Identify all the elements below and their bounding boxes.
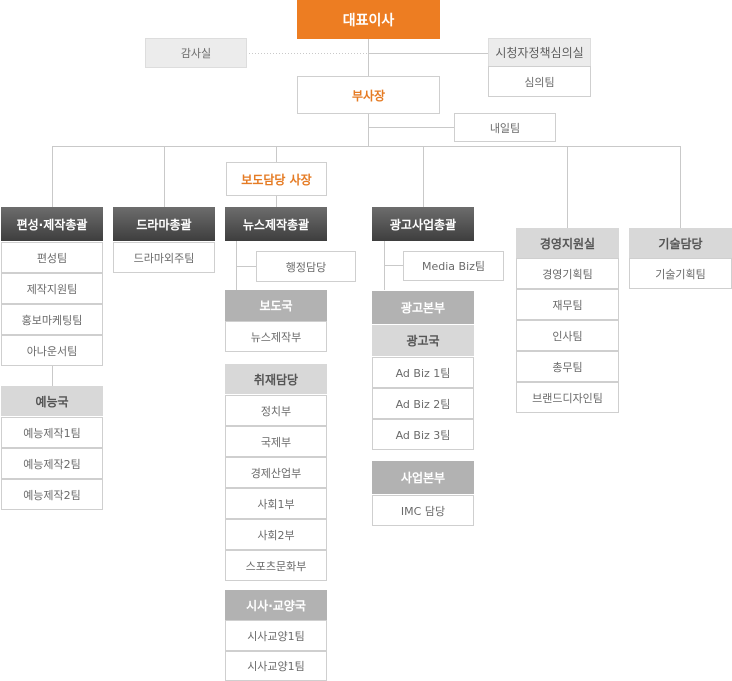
mgmt-item: 경영기획팀 <box>516 258 619 289</box>
pyeonseong-header: 편성·제작총괄 <box>1 207 103 241</box>
ad-header: 광고사업총괄 <box>372 207 474 241</box>
bodo-item: 뉴스제작부 <box>225 321 327 352</box>
news-ceo-box: 보도담당 사장 <box>226 162 327 196</box>
vp-box: 부사장 <box>297 76 440 114</box>
chwijae-item: 스포츠문화부 <box>225 550 327 581</box>
tech-item: 기술기획팀 <box>629 258 732 289</box>
tech-header: 기술담당 <box>629 228 732 258</box>
chwijae-header: 취재담당 <box>225 364 327 394</box>
naeil-team-box: 내일팀 <box>454 113 556 142</box>
committee-team-box: 심의팀 <box>488 66 591 97</box>
sisa-item: 시사교양1팀 <box>225 651 327 681</box>
sisa-item: 시사교양1팀 <box>225 620 327 651</box>
ad-bureau-item: Ad Biz 2팀 <box>372 388 474 419</box>
committee-title-box: 시청자정책심의실 <box>488 38 591 67</box>
drama-item: 드라마외주팀 <box>113 242 215 273</box>
yeneung-item: 예능제작2팀 <box>1 448 103 479</box>
mgmt-header: 경영지원실 <box>516 228 619 258</box>
yeneung-item: 예능제작2팀 <box>1 479 103 510</box>
biz-hq-header: 사업본부 <box>372 461 474 494</box>
sisa-header: 시사·교양국 <box>225 590 327 620</box>
pyeonseong-item: 아나운서팀 <box>1 335 103 366</box>
chwijae-item: 사회1부 <box>225 488 327 519</box>
mgmt-item: 총무팀 <box>516 351 619 382</box>
ad-bureau-item: Ad Biz 3팀 <box>372 419 474 450</box>
ceo-box: 대표이사 <box>297 0 440 39</box>
audit-box: 감사실 <box>145 38 247 68</box>
media-biz-box: Media Biz팀 <box>403 251 504 281</box>
mgmt-item: 브랜드디자인팀 <box>516 382 619 413</box>
news-admin-box: 행정담당 <box>256 251 356 282</box>
ad-bureau-header: 광고국 <box>372 325 474 356</box>
chwijae-item: 경제산업부 <box>225 457 327 488</box>
news-header: 뉴스제작총괄 <box>225 207 327 241</box>
bodo-header: 보도국 <box>225 290 327 321</box>
pyeonseong-item: 홍보마케팅팀 <box>1 304 103 335</box>
yeneung-item: 예능제작1팀 <box>1 417 103 448</box>
mgmt-item: 인사팀 <box>516 320 619 351</box>
ad-bureau-item: Ad Biz 1팀 <box>372 357 474 388</box>
drama-header: 드라마총괄 <box>113 207 215 241</box>
chwijae-item: 국제부 <box>225 426 327 457</box>
pyeonseong-item: 제작지원팀 <box>1 273 103 304</box>
mgmt-item: 재무팀 <box>516 289 619 320</box>
ad-hq-header: 광고본부 <box>372 291 474 324</box>
biz-hq-item: IMC 담당 <box>372 495 474 526</box>
chwijae-item: 사회2부 <box>225 519 327 550</box>
pyeonseong-item: 편성팀 <box>1 242 103 273</box>
yeneung-header: 예능국 <box>1 386 103 416</box>
chwijae-item: 정치부 <box>225 395 327 426</box>
